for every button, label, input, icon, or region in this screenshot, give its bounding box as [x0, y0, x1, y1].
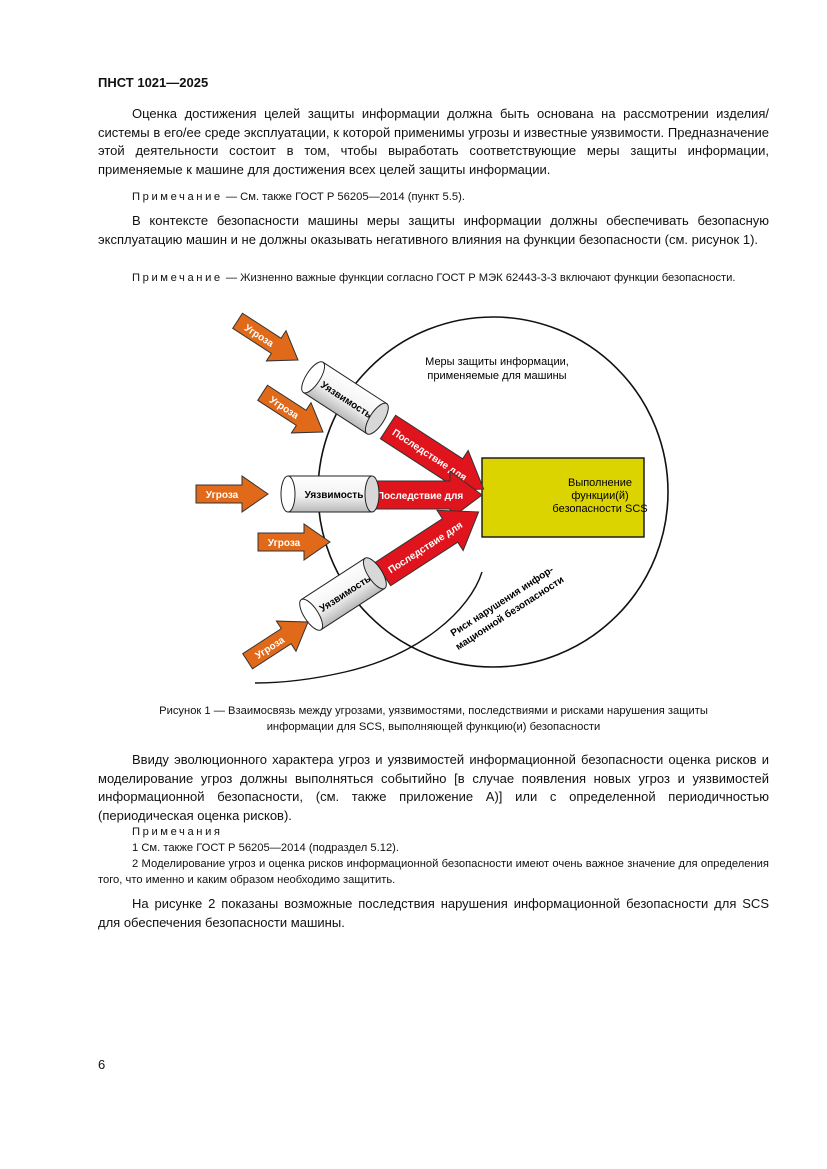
circle-title-line-2: применяемые для машины — [427, 370, 566, 382]
paragraph-4: На рисунке 2 показаны возможные последст… — [98, 896, 769, 930]
circle-title-line-1: Меры защиты информации, — [425, 356, 569, 368]
box-line-1: Выполнение — [568, 477, 632, 489]
notes-item-2: 2 Моделирование угроз и оценка рисков ин… — [98, 858, 769, 886]
note-1: Примечание — См. также ГОСТ Р 56205—2014… — [98, 189, 769, 205]
note-text: — Жизненно важные функции согласно ГОСТ … — [222, 272, 736, 284]
paragraph-1: Оценка достижения целей защиты информаци… — [98, 106, 769, 178]
figure-caption: Рисунок 1 — Взаимосвязь между угрозами, … — [98, 703, 769, 735]
threat-arrow-middle-2: Угроза — [257, 523, 331, 561]
figure-caption-line-1: Рисунок 1 — Взаимосвязь между угрозами, … — [159, 705, 708, 717]
box-line-2: функции(й) — [571, 490, 628, 502]
figure-caption-line-2: информации для SCS, выполняющей функцию(… — [266, 721, 601, 733]
figure-1-diagram: Выполнение функции(й) безопасности SCS М… — [195, 312, 669, 684]
notes-block: Примечания 1 См. также ГОСТ Р 56205—2014… — [98, 824, 769, 888]
note-text: — См. также ГОСТ Р 56205—2014 (пункт 5.5… — [222, 191, 465, 203]
threat-arrow-top-1: Угроза — [232, 312, 299, 362]
document-code-header: ПНСТ 1021—2025 — [98, 75, 209, 90]
page-number: 6 — [98, 1057, 106, 1072]
safety-function-box — [481, 457, 645, 538]
note-label: Примечание — [132, 191, 223, 203]
notes-label: Примечания — [132, 826, 223, 838]
paragraph-2: В контексте безопасности машины меры защ… — [98, 213, 769, 247]
threat-label: Угроза — [206, 490, 239, 501]
note-label: Примечание — [132, 272, 223, 284]
threat-arrow-middle-1: Угроза — [195, 475, 269, 513]
vulnerability-label: Уязвимость — [305, 490, 364, 501]
vulnerability-cylinder-middle: Уязвимость — [280, 475, 380, 513]
threat-label: Угроза — [268, 538, 301, 549]
paragraph-3: Ввиду эволюционного характера угроз и уя… — [98, 752, 769, 824]
vulnerability-cylinder-top: Уязвимость — [301, 361, 389, 435]
risk-bracket — [254, 571, 483, 684]
consequence-label: Последствие для — [377, 491, 464, 502]
note-2: Примечание — Жизненно важные функции сог… — [98, 270, 769, 286]
consequence-arrow-middle: Последствие для — [369, 470, 483, 520]
notes-item-1: 1 См. также ГОСТ Р 56205—2014 (подраздел… — [132, 842, 400, 854]
box-line-3: безопасности SCS — [552, 503, 647, 515]
